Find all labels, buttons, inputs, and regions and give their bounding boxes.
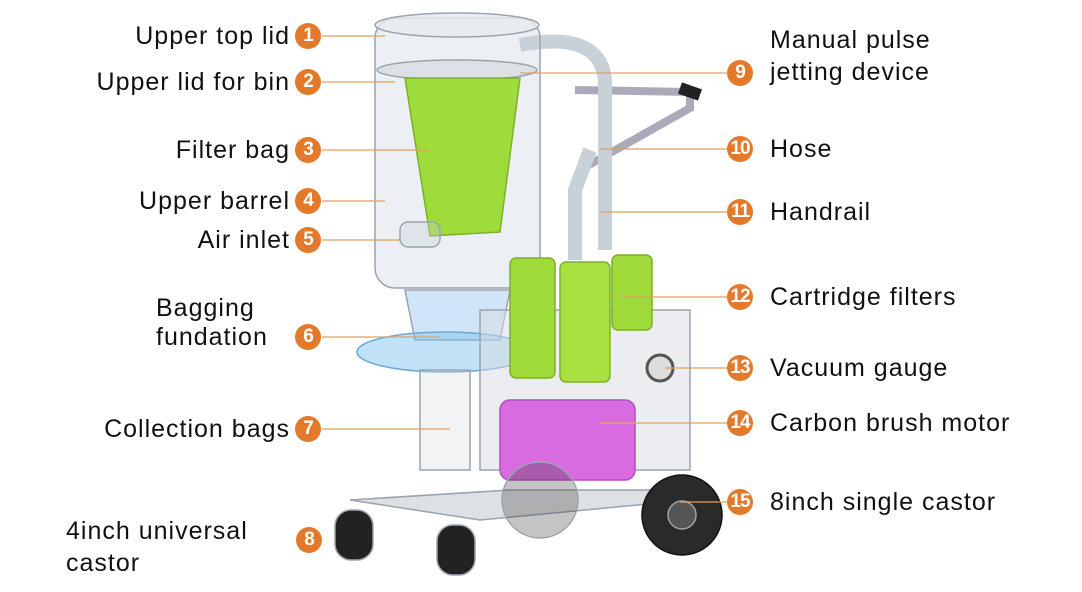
label-single-castor: 8inch single castor	[770, 488, 997, 516]
leader-lines	[322, 35, 727, 503]
label-bagging-line1: Bagging	[156, 294, 255, 322]
upper-lid-bin-shape	[376, 59, 538, 81]
callout-badge-12: 12	[727, 284, 753, 310]
callout-badge-13: 13	[727, 355, 753, 381]
upper-top-lid-shape	[374, 12, 540, 38]
callout-badge-4: 4	[295, 188, 321, 214]
label-bagging-line2: fundation	[156, 323, 268, 351]
label-air-inlet: Air inlet	[197, 226, 290, 254]
label-universal-castor-line2: castor	[66, 549, 141, 577]
label-pulse-line2: jetting device	[770, 58, 930, 86]
callout-badge-9: 9	[727, 60, 753, 86]
label-upper-barrel: Upper barrel	[139, 187, 290, 215]
callout-badge-7: 7	[295, 416, 321, 442]
label-cartridge-filters: Cartridge filters	[770, 283, 957, 311]
hose-shape	[518, 34, 612, 250]
label-pulse-line1: Manual pulse	[770, 26, 931, 54]
label-collection-bags: Collection bags	[104, 415, 290, 443]
label-upper-lid-bin: Upper lid for bin	[96, 68, 290, 96]
label-filter-bag: Filter bag	[175, 136, 290, 164]
callout-badge-15: 15	[727, 489, 753, 515]
air-inlet-shape	[399, 221, 441, 248]
cartridge-filter-shape	[509, 257, 556, 379]
carbon-brush-motor-shape	[499, 399, 636, 481]
callout-badge-1: 1	[295, 23, 321, 49]
handrail-shape	[574, 86, 694, 174]
label-carbon-brush-motor: Carbon brush motor	[770, 409, 1011, 437]
label-vacuum-gauge: Vacuum gauge	[770, 354, 949, 382]
callout-badge-5: 5	[295, 227, 321, 253]
callout-badge-6: 6	[295, 324, 321, 350]
callout-badge-2: 2	[295, 69, 321, 95]
collection-bags-shape	[419, 369, 471, 471]
universal-castor-wheel	[334, 509, 374, 561]
callout-badge-8: 8	[296, 527, 322, 553]
label-universal-castor-line1: 4inch universal	[66, 517, 248, 545]
label-hose: Hose	[770, 135, 833, 163]
callout-badge-11: 11	[727, 199, 753, 225]
label-upper-top-lid: Upper top lid	[135, 22, 290, 50]
callout-badge-10: 10	[727, 136, 753, 162]
filter-bag-shape	[404, 77, 521, 237]
callout-badge-3: 3	[295, 137, 321, 163]
callout-badge-14: 14	[727, 410, 753, 436]
label-handrail: Handrail	[770, 198, 872, 226]
